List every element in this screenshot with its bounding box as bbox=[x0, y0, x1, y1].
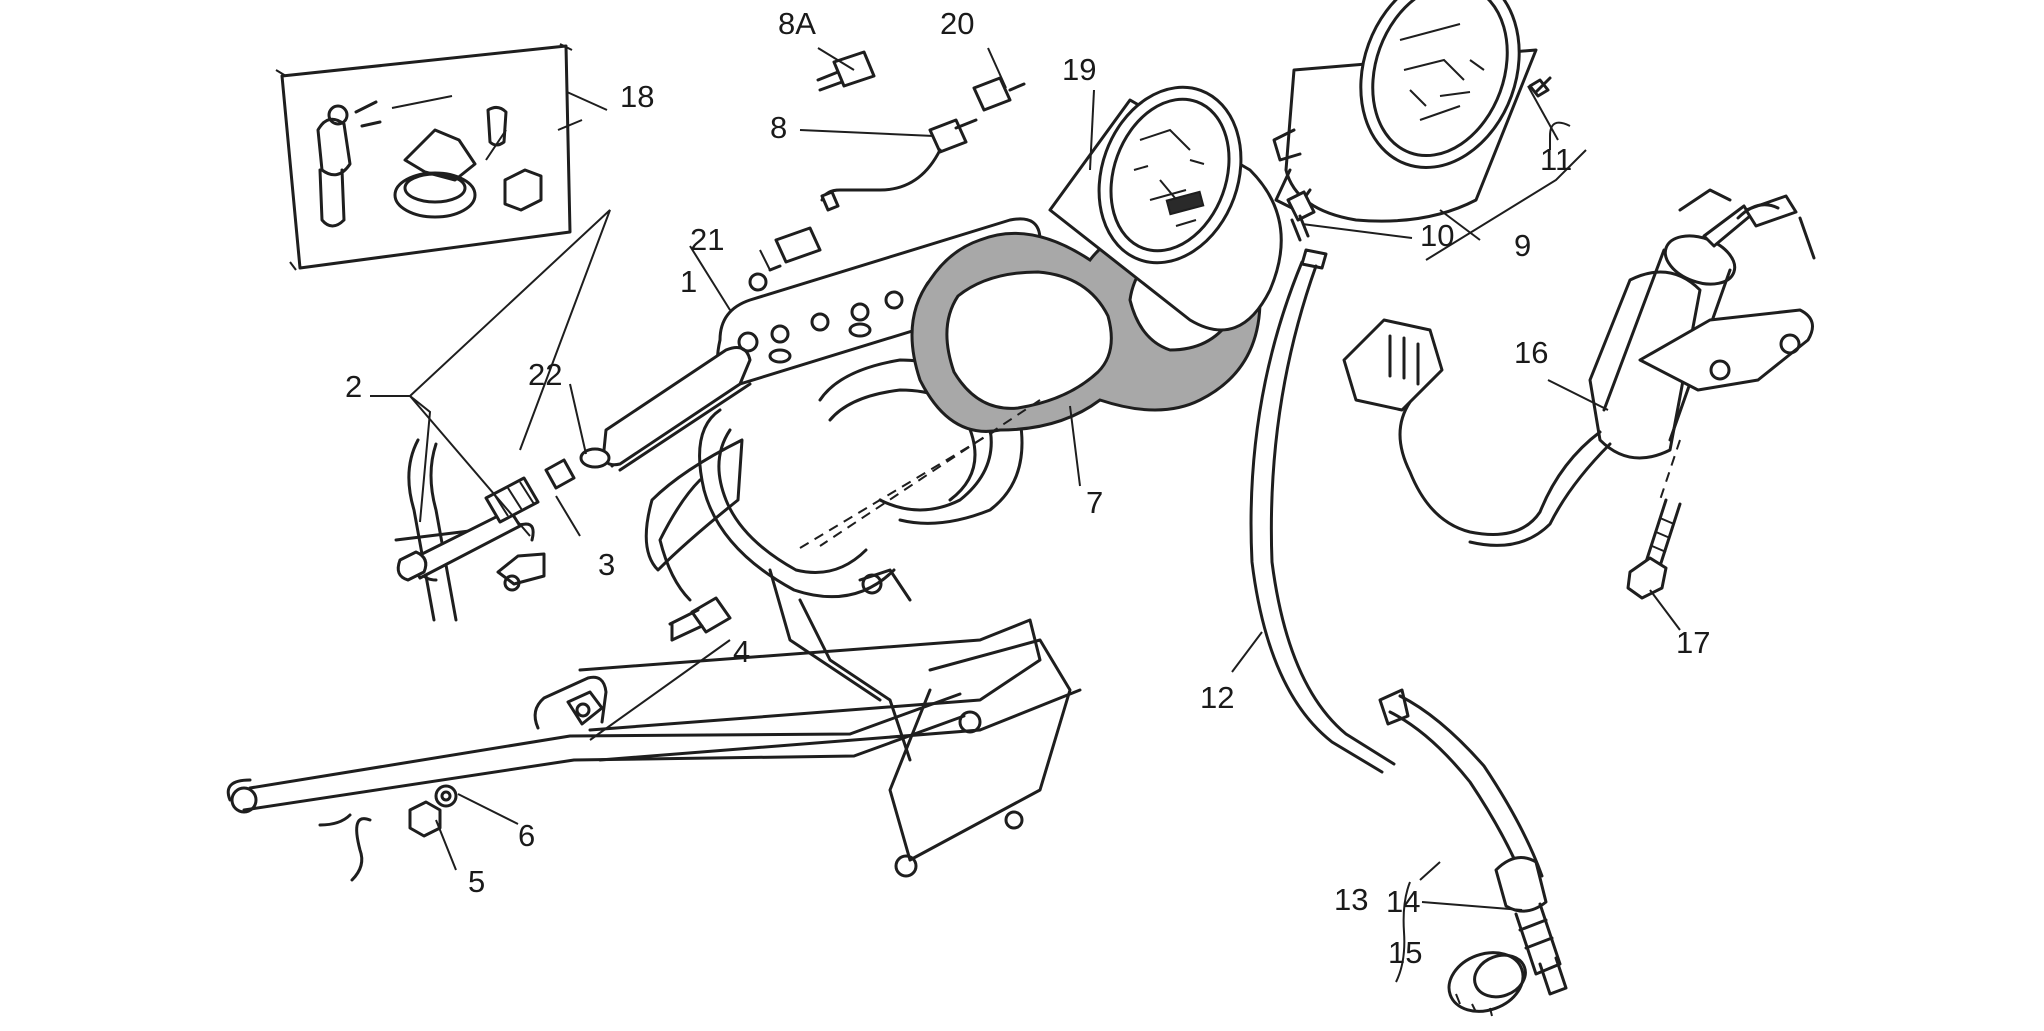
ring-nut-part bbox=[1447, 951, 1527, 1017]
pivot-pin-part bbox=[396, 447, 611, 582]
label-11: 11 bbox=[1540, 142, 1572, 177]
label-2: 2 bbox=[345, 369, 362, 404]
fitting-10-part bbox=[1286, 190, 1316, 242]
leader-lines bbox=[370, 47, 1681, 983]
label-15: 15 bbox=[1388, 935, 1422, 970]
center-lines bbox=[799, 399, 1681, 549]
nut-washer-part bbox=[408, 784, 458, 838]
bulb-holders-part bbox=[748, 50, 1026, 292]
frame-bracket bbox=[226, 438, 1082, 882]
label-16: 16 bbox=[1514, 335, 1548, 370]
label-5: 5 bbox=[468, 864, 485, 899]
label-4: 4 bbox=[733, 634, 750, 669]
label-18: 18 bbox=[620, 79, 654, 114]
label-17: 17 bbox=[1676, 625, 1710, 660]
kit-bag-part bbox=[275, 43, 573, 271]
bolt-4-part bbox=[668, 596, 732, 642]
label-7: 7 bbox=[1086, 485, 1103, 520]
label-14: 14 bbox=[1386, 884, 1420, 919]
label-21: 21 bbox=[690, 222, 724, 257]
label-12: 12 bbox=[1200, 680, 1234, 715]
label-13: 13 bbox=[1334, 882, 1368, 917]
label-6: 6 bbox=[518, 818, 535, 853]
label-1: 1 bbox=[680, 264, 697, 299]
label-3: 3 bbox=[598, 547, 615, 582]
label-9: 9 bbox=[1514, 228, 1531, 263]
bolt-17-part bbox=[1626, 498, 1682, 600]
label-10: 10 bbox=[1420, 218, 1454, 253]
label-19: 19 bbox=[1062, 52, 1096, 87]
label-20: 20 bbox=[940, 6, 974, 41]
part-labels: 1 2 3 4 5 6 7 8 8A 9 10 11 12 13 14 15 1… bbox=[345, 6, 1710, 970]
screw-11-part bbox=[1528, 76, 1552, 98]
label-8: 8 bbox=[770, 110, 787, 145]
ignition-switch-part bbox=[1342, 188, 1816, 547]
speedometer-part bbox=[1048, 85, 1283, 332]
label-8a: 8A bbox=[778, 6, 816, 41]
label-22: 22 bbox=[528, 357, 562, 392]
tachometer-part bbox=[1272, 0, 1538, 223]
